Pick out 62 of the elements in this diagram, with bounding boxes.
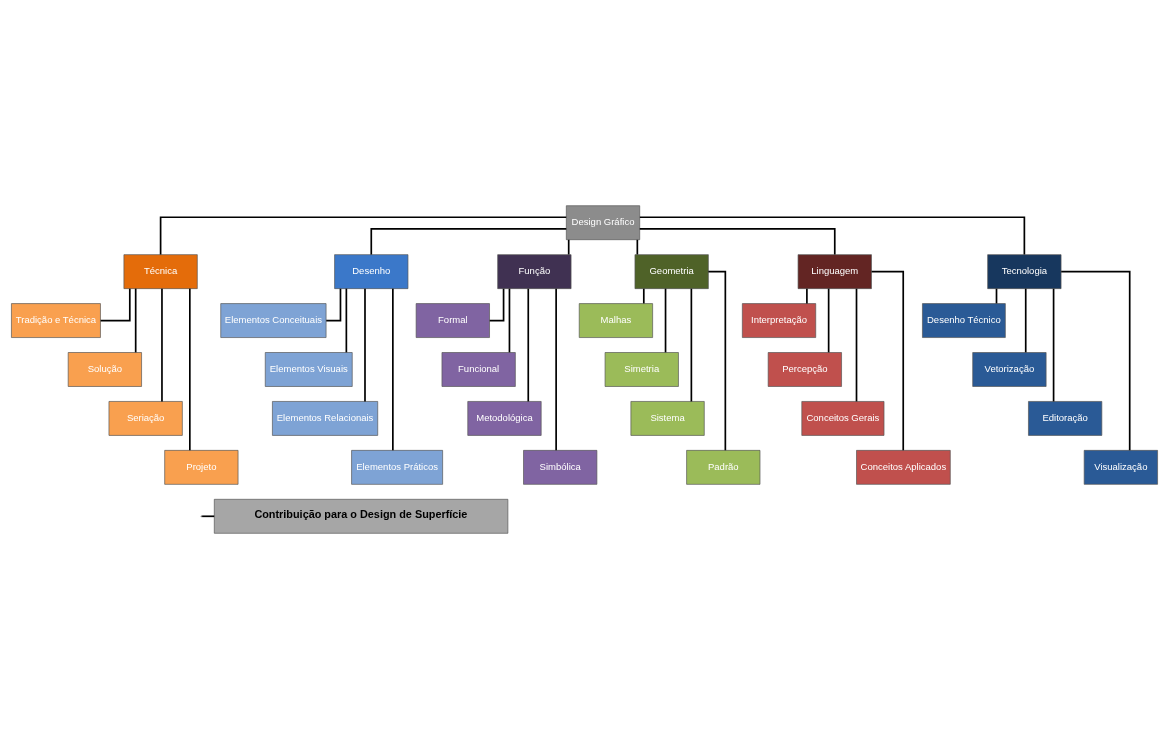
node-box: Tecnologia (987, 253, 1062, 289)
connector (99, 287, 131, 321)
node-box: Tradição e Técnica (11, 302, 101, 338)
connector (161, 287, 163, 402)
connector (827, 287, 830, 353)
node-box: Função (497, 253, 572, 289)
node-box: Malhas (578, 302, 653, 338)
connector (189, 287, 191, 451)
connector (855, 287, 858, 402)
connector (636, 238, 639, 255)
connector (364, 287, 366, 402)
connector (639, 215, 1026, 255)
node-box: Formal (415, 302, 490, 338)
node-box: Seriação (108, 400, 183, 436)
connector (1024, 287, 1027, 353)
node-box: Geometria (634, 253, 709, 289)
node-box: Elementos Práticos (351, 449, 443, 485)
node-box: Vetorização (972, 351, 1047, 387)
node-box: Desenho (334, 253, 409, 289)
connector (555, 287, 557, 451)
connector (325, 287, 342, 321)
node-box: Elementos Visuais (264, 351, 353, 387)
node-box: Solução (67, 351, 142, 387)
connector (159, 215, 568, 255)
node-box: Funcional (441, 351, 516, 387)
node-box: Percepção (767, 351, 842, 387)
node-box: Elementos Conceituais (220, 302, 327, 338)
connector (1060, 270, 1131, 451)
connector (638, 227, 836, 255)
node-box: Desenho Técnico (922, 302, 1006, 338)
connector (527, 287, 530, 402)
connector (370, 227, 568, 255)
connector (488, 287, 505, 321)
node-box: Técnica (123, 253, 198, 289)
connector (201, 514, 216, 517)
node-box: Simetria (604, 351, 679, 387)
node-box: Design Gráfico (566, 204, 641, 240)
connector (392, 287, 394, 451)
node-box: Contribuição para o Design de Superfície (213, 498, 509, 534)
node-box: Linguagem (797, 253, 872, 289)
node-box: Elementos Relacionais (272, 400, 379, 436)
connector (1052, 287, 1055, 402)
node-box: Visualização (1083, 449, 1158, 485)
node-box: Sistema (630, 400, 705, 436)
node-box: Metodológica (467, 400, 542, 436)
connector (642, 287, 645, 304)
connector (345, 287, 348, 353)
connector (690, 287, 693, 402)
node-box: Interpretação (742, 302, 817, 338)
connector (664, 287, 667, 353)
node-box: Projeto (164, 449, 239, 485)
node-box: Padrão (686, 449, 761, 485)
connector (508, 287, 511, 353)
node-box: Conceitos Gerais (801, 400, 885, 436)
connector (567, 238, 570, 255)
connector (806, 287, 808, 304)
connector (707, 270, 727, 451)
node-box: Conceitos Aplicados (856, 449, 951, 485)
node-box: Editoração (1028, 400, 1103, 436)
node-box: Simbólica (523, 449, 598, 485)
connector (134, 287, 137, 353)
connector (870, 270, 905, 451)
